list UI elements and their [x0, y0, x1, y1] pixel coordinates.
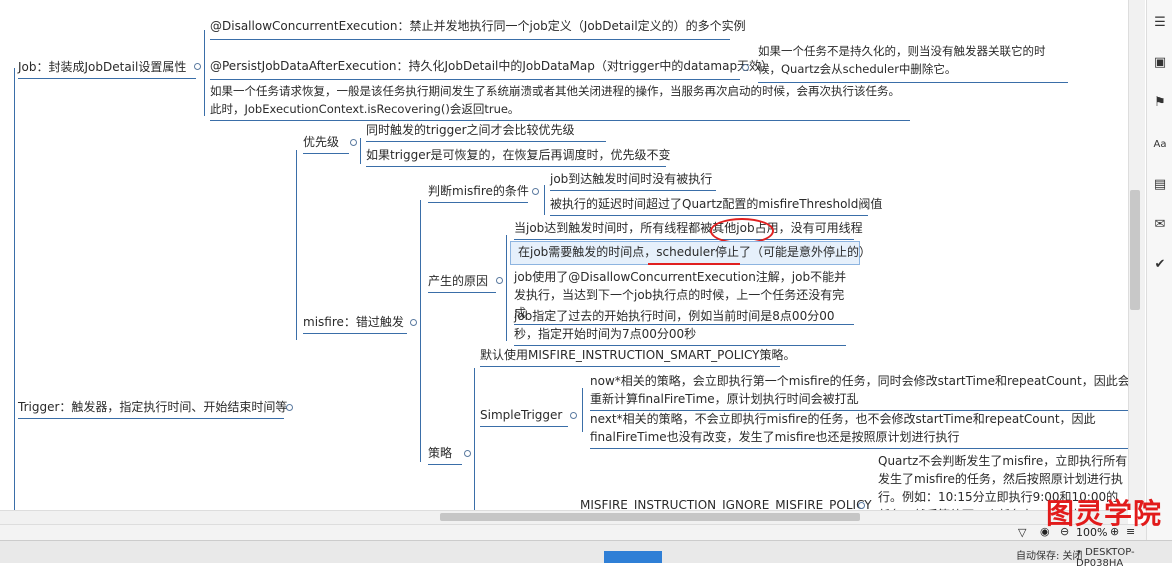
- strategy-default[interactable]: 默认使用MISFIRE_INSTRUCTION_SMART_POLICY策略。: [480, 346, 796, 367]
- taskbar: 自动保存: 关闭 • DESKTOP-DP038HA: [0, 540, 1172, 569]
- job-connector: [204, 30, 206, 116]
- nondurable-node[interactable]: 如果一个任务不是持久化的，则当没有触发器关联它的时候，Quartz会从sched…: [758, 42, 1068, 83]
- job-collapse-toggle[interactable]: [194, 63, 201, 70]
- ignore-collapse-toggle[interactable]: [858, 502, 865, 509]
- flag-icon[interactable]: ⚑: [1154, 95, 1166, 110]
- cause-item-3[interactable]: job使用了@DisallowConcurrentExecution注解，job…: [514, 268, 854, 325]
- condition-collapse-toggle[interactable]: [532, 188, 539, 195]
- cause-item-4[interactable]: job指定了过去的开始执行时间，例如当前时间是8点00分00秒，指定开始时间为7…: [514, 307, 846, 346]
- disallow-node[interactable]: @DisallowConcurrentExecution：禁止并发地执行同一个j…: [210, 17, 746, 40]
- task-icon[interactable]: ✔: [1154, 257, 1166, 272]
- filter-icon[interactable]: ▽: [1018, 526, 1027, 539]
- cause-item-2[interactable]: 在job需要触发的时间点，scheduler停止了（可能是意外停止的）: [518, 245, 872, 259]
- priority-item-1[interactable]: 同时触发的trigger之间才会比较优先级: [366, 121, 606, 142]
- misfire-collapse-toggle[interactable]: [410, 319, 417, 326]
- red-underline-annotation: [648, 263, 740, 265]
- cause-connector: [506, 235, 508, 341]
- image-icon[interactable]: ▣: [1153, 55, 1167, 70]
- computer-name: • DESKTOP-DP038HA: [1076, 547, 1135, 569]
- trigger-connector: [296, 150, 298, 340]
- fit-icon[interactable]: ≡: [1126, 525, 1136, 538]
- status-bar: ▽ ◉ ⊖ 100% ⊕ ≡: [0, 524, 1146, 541]
- taskbar-active-item[interactable]: [604, 551, 662, 563]
- zoom-in-button[interactable]: ⊕: [1110, 525, 1120, 538]
- simple-now[interactable]: now*相关的策略，会立即执行第一个misfire的任务，同时会修改startT…: [590, 372, 1128, 411]
- vertical-scroll-thumb[interactable]: [1130, 190, 1140, 310]
- condition-node[interactable]: 判断misfire的条件: [428, 182, 529, 203]
- root-connector: [14, 68, 16, 510]
- simpletrigger-node[interactable]: SimpleTrigger: [480, 406, 568, 427]
- zoom-out-button[interactable]: ⊖: [1060, 525, 1070, 538]
- priority-collapse-toggle[interactable]: [350, 139, 357, 146]
- misfire-connector: [420, 200, 422, 462]
- view-icon[interactable]: ◉: [1040, 525, 1050, 538]
- ignore-desc[interactable]: Quartz不会判断发生了misfire，立即执行所有发生了misfire的任务…: [878, 454, 1128, 510]
- zoom-level: 100%: [1076, 526, 1108, 539]
- condition-connector: [544, 185, 546, 215]
- autosave-status: 自动保存: 关闭: [1016, 551, 1083, 562]
- recovery-node[interactable]: 如果一个任务请求恢复，一般是该任务执行期间发生了系统崩溃或者其他关闭进程的操作，…: [210, 82, 910, 121]
- horizontal-scroll-thumb[interactable]: [440, 513, 860, 521]
- priority-node[interactable]: 优先级: [303, 133, 349, 154]
- simpletrigger-collapse-toggle[interactable]: [570, 412, 577, 419]
- misfire-node[interactable]: misfire：错过触发: [303, 313, 407, 334]
- priority-connector: [360, 138, 362, 164]
- right-tool-panel: ☰ ▣ ⚑ Aa ▤ ✉ ✔: [1146, 0, 1172, 540]
- watermark-logo: 图灵学院: [1046, 497, 1163, 530]
- cause-collapse-toggle[interactable]: [496, 277, 503, 284]
- job-node[interactable]: Job：封装成JobDetail设置属性: [18, 58, 196, 79]
- text-style-icon[interactable]: Aa: [1153, 139, 1167, 150]
- comment-icon[interactable]: ✉: [1154, 217, 1166, 232]
- job-label: Job：封装成JobDetail设置属性: [18, 60, 187, 74]
- priority-item-2[interactable]: 如果trigger是可恢复的，在恢复后再调度时，优先级不变: [366, 146, 671, 167]
- strategy-collapse-toggle[interactable]: [464, 450, 471, 457]
- cause-node[interactable]: 产生的原因: [428, 272, 496, 293]
- trigger-node[interactable]: Trigger：触发器，指定执行时间、开始结束时间等: [18, 398, 287, 419]
- outline-icon[interactable]: ☰: [1154, 15, 1166, 30]
- trigger-collapse-toggle[interactable]: [286, 404, 293, 411]
- cause-item-1[interactable]: 当job达到触发时间时，所有线程都被其他job占用，没有可用线程: [514, 219, 863, 240]
- simple-next[interactable]: next*相关的策略，不会立即执行misfire的任务，也不会修改startTi…: [590, 410, 1128, 449]
- note-icon[interactable]: ▤: [1153, 177, 1167, 192]
- persist-collapse-toggle[interactable]: [742, 64, 749, 71]
- strategy-node[interactable]: 策略: [428, 444, 462, 465]
- mindmap-canvas[interactable]: Job：封装成JobDetail设置属性 @DisallowConcurrent…: [0, 0, 1128, 510]
- simpletrigger-connector: [582, 388, 584, 432]
- persist-node[interactable]: @PersistJobDataAfterExecution：持久化JobDeta…: [210, 57, 773, 80]
- strategy-connector: [474, 368, 476, 510]
- condition-item-1[interactable]: job到达触发时间时没有被执行: [550, 170, 716, 191]
- condition-item-2[interactable]: 被执行的延迟时间超过了Quartz配置的misfireThreshold阀值: [550, 195, 882, 216]
- ignore-policy-node[interactable]: MISFIRE_INSTRUCTION_IGNORE_MISFIRE_POLIC…: [580, 498, 872, 510]
